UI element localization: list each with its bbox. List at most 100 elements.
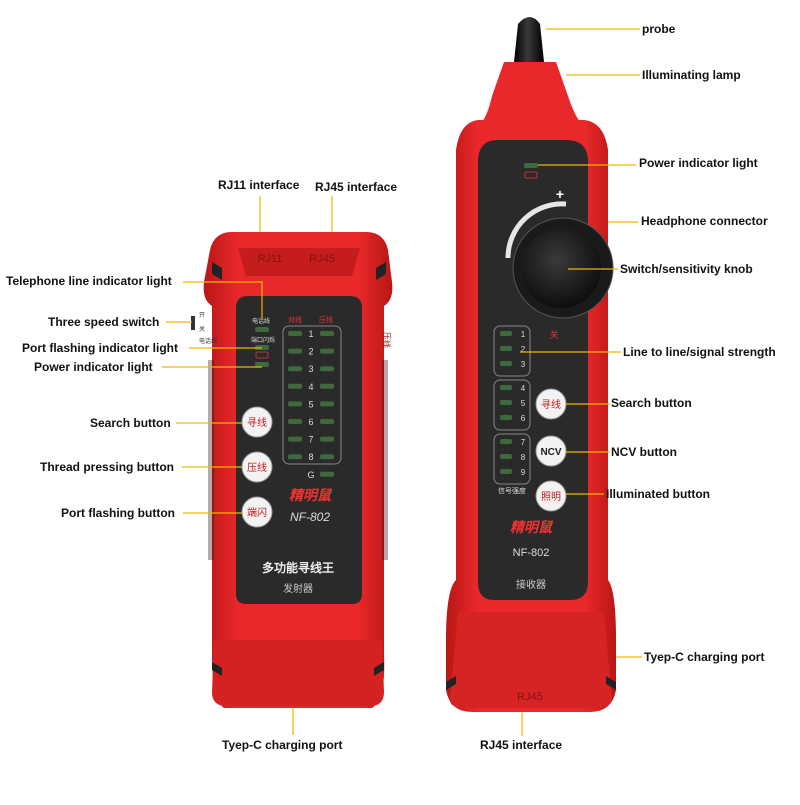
pair-led-3 (288, 366, 302, 372)
probe-tip (514, 17, 544, 62)
callout-three-speed-switch: Three speed switch (48, 315, 160, 329)
pair-led-1 (288, 331, 302, 336)
signal-led-6 (500, 415, 512, 420)
corner-bumper-rbl (446, 676, 456, 690)
ncv-button-label: NCV (540, 447, 561, 458)
pair-led-4 (288, 383, 302, 389)
corner-bumper-tl (212, 262, 222, 280)
search-button-right-label: 寻线 (541, 398, 561, 411)
power-led-right (524, 163, 538, 168)
crimp-led-7 (320, 436, 334, 442)
left-rail (208, 360, 214, 560)
tx-number-4: 4 (308, 382, 313, 392)
signal-led-7 (500, 439, 512, 444)
switch-off-label: 关 (199, 325, 205, 333)
search-button-left[interactable]: 寻线 (241, 406, 273, 438)
signal-led-2 (500, 346, 512, 351)
signal-led-5 (500, 400, 512, 405)
crimp-led-5 (320, 401, 334, 407)
corner-bumper-bl (212, 662, 222, 676)
pair-led-5 (288, 401, 302, 407)
callout-illuminated-button: Illuminated button (606, 487, 710, 501)
port-flashing-button[interactable]: 端闪 (241, 496, 273, 528)
transmitter-product-name: 多功能寻线王 (262, 560, 334, 575)
callout-power-indicator-left: Power indicator light (34, 360, 153, 374)
callout-knob: Switch/sensitivity knob (620, 262, 753, 276)
sensitivity-knob[interactable] (521, 228, 601, 308)
rx-number-2: 2 (521, 345, 526, 354)
transmitter-role: 发射器 (283, 582, 313, 595)
callout-search-button-right: Search button (611, 396, 692, 410)
tx-number-8: 8 (308, 452, 313, 462)
callout-typec-right: Tyep-C charging port (644, 650, 765, 664)
indicator-frame (282, 325, 342, 465)
callout-rj45-interface-bottom: RJ45 interface (480, 738, 563, 752)
callout-illuminating-lamp: Illuminating lamp (642, 68, 741, 82)
port-flash-label: 端口闪烁 (251, 336, 275, 344)
callout-port-flashing-indicator: Port flashing indicator light (22, 341, 178, 355)
bottom-rj45-label: RJ45 (517, 691, 543, 703)
switch-phone-label: 电话线 (199, 337, 217, 345)
illuminated-button[interactable]: 照明 (535, 480, 567, 512)
receiver-endcap (450, 612, 612, 708)
leader-lines (162, 28, 642, 736)
crimp-led-1 (320, 331, 334, 336)
crimp-led-4 (320, 383, 334, 389)
callout-ncv-button: NCV button (611, 445, 677, 459)
pair-led-8 (288, 454, 302, 460)
signal-led-9 (500, 469, 512, 474)
callout-port-flashing-button: Port flashing button (61, 506, 175, 520)
sensitivity-arc (505, 201, 567, 259)
column-header-crimp: 压线 (319, 315, 333, 324)
illuminated-button-label: 照明 (541, 491, 561, 503)
crimp-led-G (320, 471, 334, 477)
callout-rj45-interface-top: RJ45 interface (315, 180, 398, 194)
rx-number-8: 8 (521, 453, 526, 462)
tx-number-6: 6 (308, 417, 313, 427)
transmitter-brand: 精明鼠 (289, 487, 333, 503)
signal-strength-label: 信号强度 (498, 486, 526, 495)
signal-led-1 (500, 331, 512, 336)
receiver-nose (482, 62, 580, 122)
callout-typec-left: Tyep-C charging port (222, 738, 343, 752)
rx-number-5: 5 (521, 399, 526, 408)
rx-number-9: 9 (521, 468, 526, 477)
transmitter-endcap (212, 640, 384, 706)
telephone-line-label: 电话线 (252, 317, 270, 325)
rx-number-6: 6 (521, 414, 526, 423)
tx-number-5: 5 (308, 399, 313, 409)
search-button-right[interactable]: 寻线 (535, 388, 567, 420)
switch-on-label: 开 (199, 312, 205, 319)
callout-probe: probe (642, 22, 676, 36)
tx-number-2: 2 (308, 347, 313, 357)
rj45-port-label: RJ45 (309, 253, 335, 265)
rx-number-3: 3 (521, 360, 526, 369)
pair-led-2 (288, 348, 302, 354)
thread-pressing-button[interactable]: 压线 (241, 451, 273, 483)
crimp-led-3 (320, 366, 334, 372)
led-group-3 (493, 433, 531, 485)
search-button-left-label: 寻线 (247, 416, 267, 429)
led-group-1 (493, 325, 531, 377)
receiver-brand: 精明鼠 (510, 519, 554, 535)
corner-bumper-rbr (606, 676, 616, 690)
callout-search-button-left: Search button (90, 416, 171, 430)
thread-pressing-button-label: 压线 (247, 461, 267, 474)
transmitter-model: NF-802 (290, 510, 330, 524)
rx-number-4: 4 (521, 384, 526, 393)
signal-led-4 (500, 385, 512, 390)
callout-telephone-line-indicator: Telephone line indicator light (6, 274, 172, 288)
right-rail (382, 360, 388, 560)
callout-headphone-connector: Headphone connector (641, 214, 768, 228)
leader-telephone (183, 281, 263, 318)
ncv-button[interactable]: NCV (535, 435, 567, 467)
three-speed-switch[interactable] (191, 316, 195, 330)
rx-number-1: 1 (521, 330, 526, 339)
side-crimp-label: 压线 (382, 332, 392, 348)
crimp-led-8 (320, 454, 334, 460)
corner-bumper-tr (376, 262, 386, 280)
